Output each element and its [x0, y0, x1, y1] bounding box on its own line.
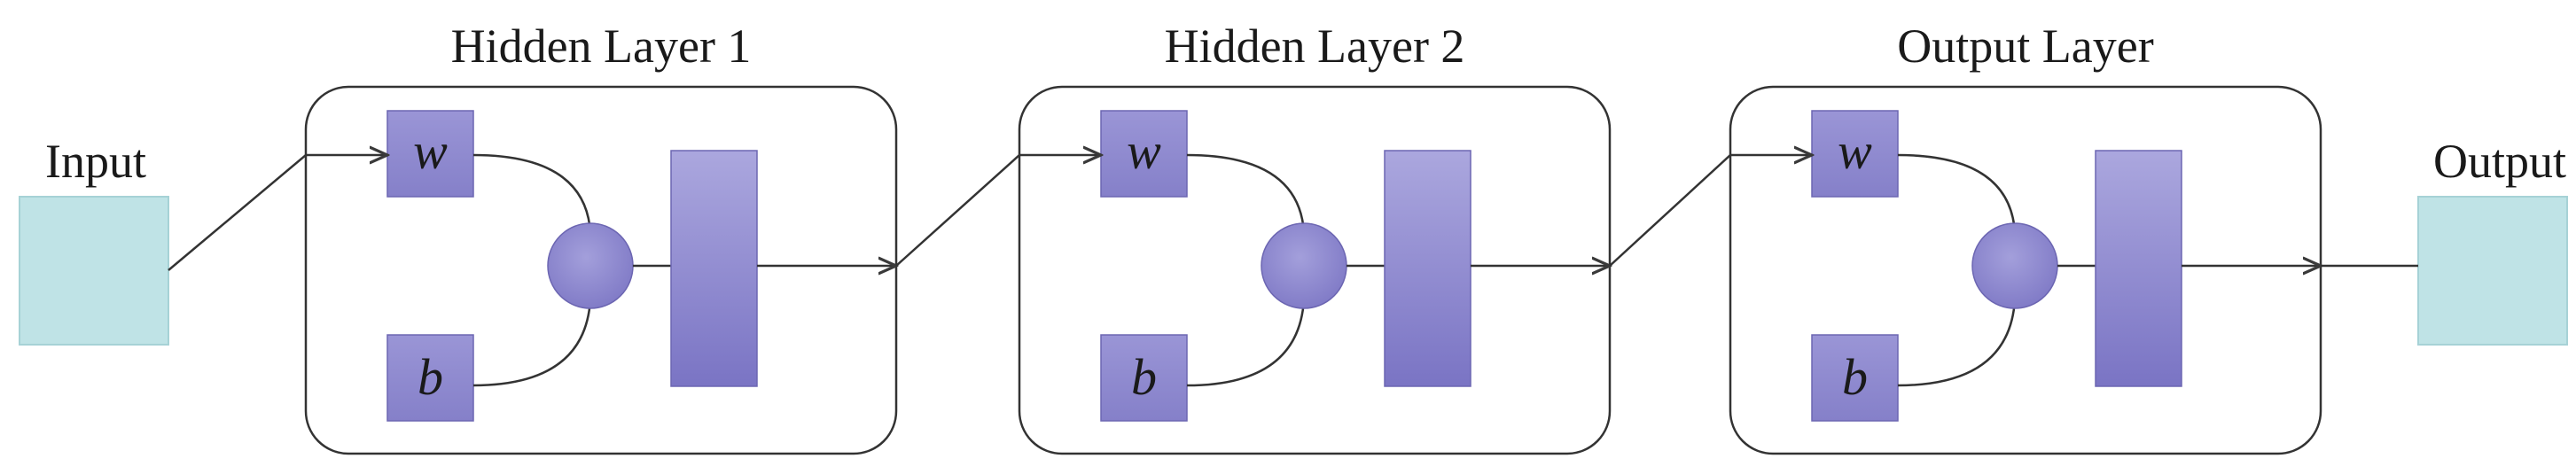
bias-symbol: b [1131, 348, 1157, 406]
bias-box [1100, 334, 1188, 422]
input-label: Input [45, 135, 146, 188]
input-box [19, 196, 169, 346]
transfer-function-box [670, 150, 758, 387]
weight-connector [1897, 153, 2017, 233]
output-label: Output [2433, 135, 2566, 188]
layer-output: Output Layer w b [1729, 19, 2321, 455]
layer-hidden-1: Hidden Layer 1 w b [304, 19, 896, 455]
weight-connector [472, 153, 592, 233]
weight-box [386, 110, 474, 198]
layer1-to-layer2-connector [895, 155, 1101, 267]
weight-symbol: w [1127, 122, 1161, 180]
transfer-function-box [2095, 150, 2182, 387]
bias-box [386, 334, 474, 422]
bias-symbol: b [1842, 348, 1868, 406]
transfer-function-box [1384, 150, 1471, 387]
output-box [2417, 196, 2568, 346]
bias-connector [1186, 299, 1306, 387]
weight-box [1100, 110, 1188, 198]
layer-title: Output Layer [1897, 19, 2153, 73]
bias-symbol: b [418, 348, 443, 406]
bias-connector [1897, 299, 2017, 387]
weight-connector [1186, 153, 1306, 233]
layer-title: Hidden Layer 2 [1165, 19, 1465, 73]
weight-box [1811, 110, 1899, 198]
layer-title: Hidden Layer 1 [451, 19, 752, 73]
layer2-to-output-layer-connector [1609, 155, 1812, 267]
input-to-layer1-connector [168, 155, 387, 271]
bias-box [1811, 334, 1899, 422]
sum-node [1971, 222, 2058, 309]
layer-hidden-2: Hidden Layer 2 w b [1018, 19, 1610, 455]
weight-symbol: w [413, 122, 448, 180]
bias-connector [472, 299, 592, 387]
sum-node [1261, 222, 1347, 309]
weight-symbol: w [1838, 122, 1872, 180]
sum-node [547, 222, 634, 309]
